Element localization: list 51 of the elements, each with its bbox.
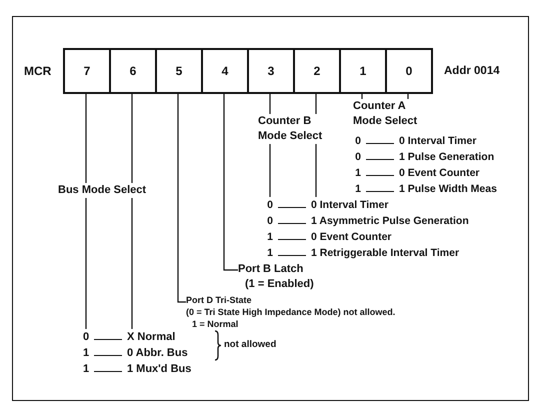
connector-line — [315, 94, 317, 114]
connector-line — [131, 94, 133, 183]
connector-line — [269, 144, 271, 197]
bit-cell: 3 — [247, 48, 295, 94]
bit-value: 0 — [267, 198, 273, 213]
mode-text: 1 Pulse Width Meas — [398, 182, 497, 197]
field-label: Port D Tri-State — [186, 294, 253, 306]
mode-text: 0 Interval Timer — [310, 198, 390, 213]
mode-text: 0 Event Counter — [310, 230, 393, 245]
bit-value: 0 — [355, 134, 361, 149]
bit-cell: 6 — [109, 48, 157, 94]
side-note: not allowed — [224, 339, 276, 350]
field-note: 1 = Normal — [191, 318, 240, 330]
mode-text: 0 Event Counter — [398, 166, 481, 181]
bit-value: 0 — [267, 214, 273, 229]
connector-line — [131, 198, 133, 329]
bit-cell: 7 — [63, 48, 111, 94]
field-label: Bus Mode Select — [58, 183, 146, 198]
connector-line — [269, 94, 271, 114]
bit-value: 0 — [82, 330, 90, 345]
mode-text: 1 Asymmetric Pulse Generation — [310, 214, 469, 229]
field-note: (1 = Enabled) — [244, 277, 314, 292]
field-label: Counter B Mode Select — [258, 114, 334, 144]
bit-value: 1 — [267, 230, 273, 245]
mode-text: 0 Abbr. Bus — [126, 346, 189, 361]
mode-text: 1 Pulse Generation — [398, 150, 496, 165]
field-note: (0 = Tri State High Impedance Mode) not allowed. — [186, 306, 396, 318]
connector-line — [177, 94, 186, 303]
connector-line — [85, 198, 87, 329]
mode-text: 0 Interval Timer — [398, 134, 478, 149]
connector-line — [85, 94, 87, 183]
field-label: Counter A Mode Select — [353, 99, 429, 129]
bit-value: 1 — [82, 362, 90, 377]
mode-text: 1 Retriggerable Interval Timer — [310, 246, 460, 261]
connector-line — [315, 144, 317, 197]
bit-cell: 2 — [293, 48, 341, 94]
address-label: Addr 0014 — [444, 65, 500, 77]
bit-cell: 4 — [201, 48, 249, 94]
bit-cell: 0 — [385, 48, 433, 94]
bit-cell: 1 — [339, 48, 387, 94]
connector-line — [223, 94, 238, 271]
bit-cell: 5 — [155, 48, 203, 94]
bit-value: 1 — [82, 346, 90, 361]
bit-value: 1 — [267, 246, 273, 261]
bit-value: 1 — [355, 182, 361, 197]
bit-value: 0 — [355, 150, 361, 165]
register-name: MCR — [24, 64, 52, 78]
mode-text: X Normal — [126, 330, 176, 345]
bit-value: 1 — [355, 166, 361, 181]
mode-text: 1 Mux'd Bus — [126, 362, 192, 377]
field-label: Port B Latch — [238, 262, 304, 277]
